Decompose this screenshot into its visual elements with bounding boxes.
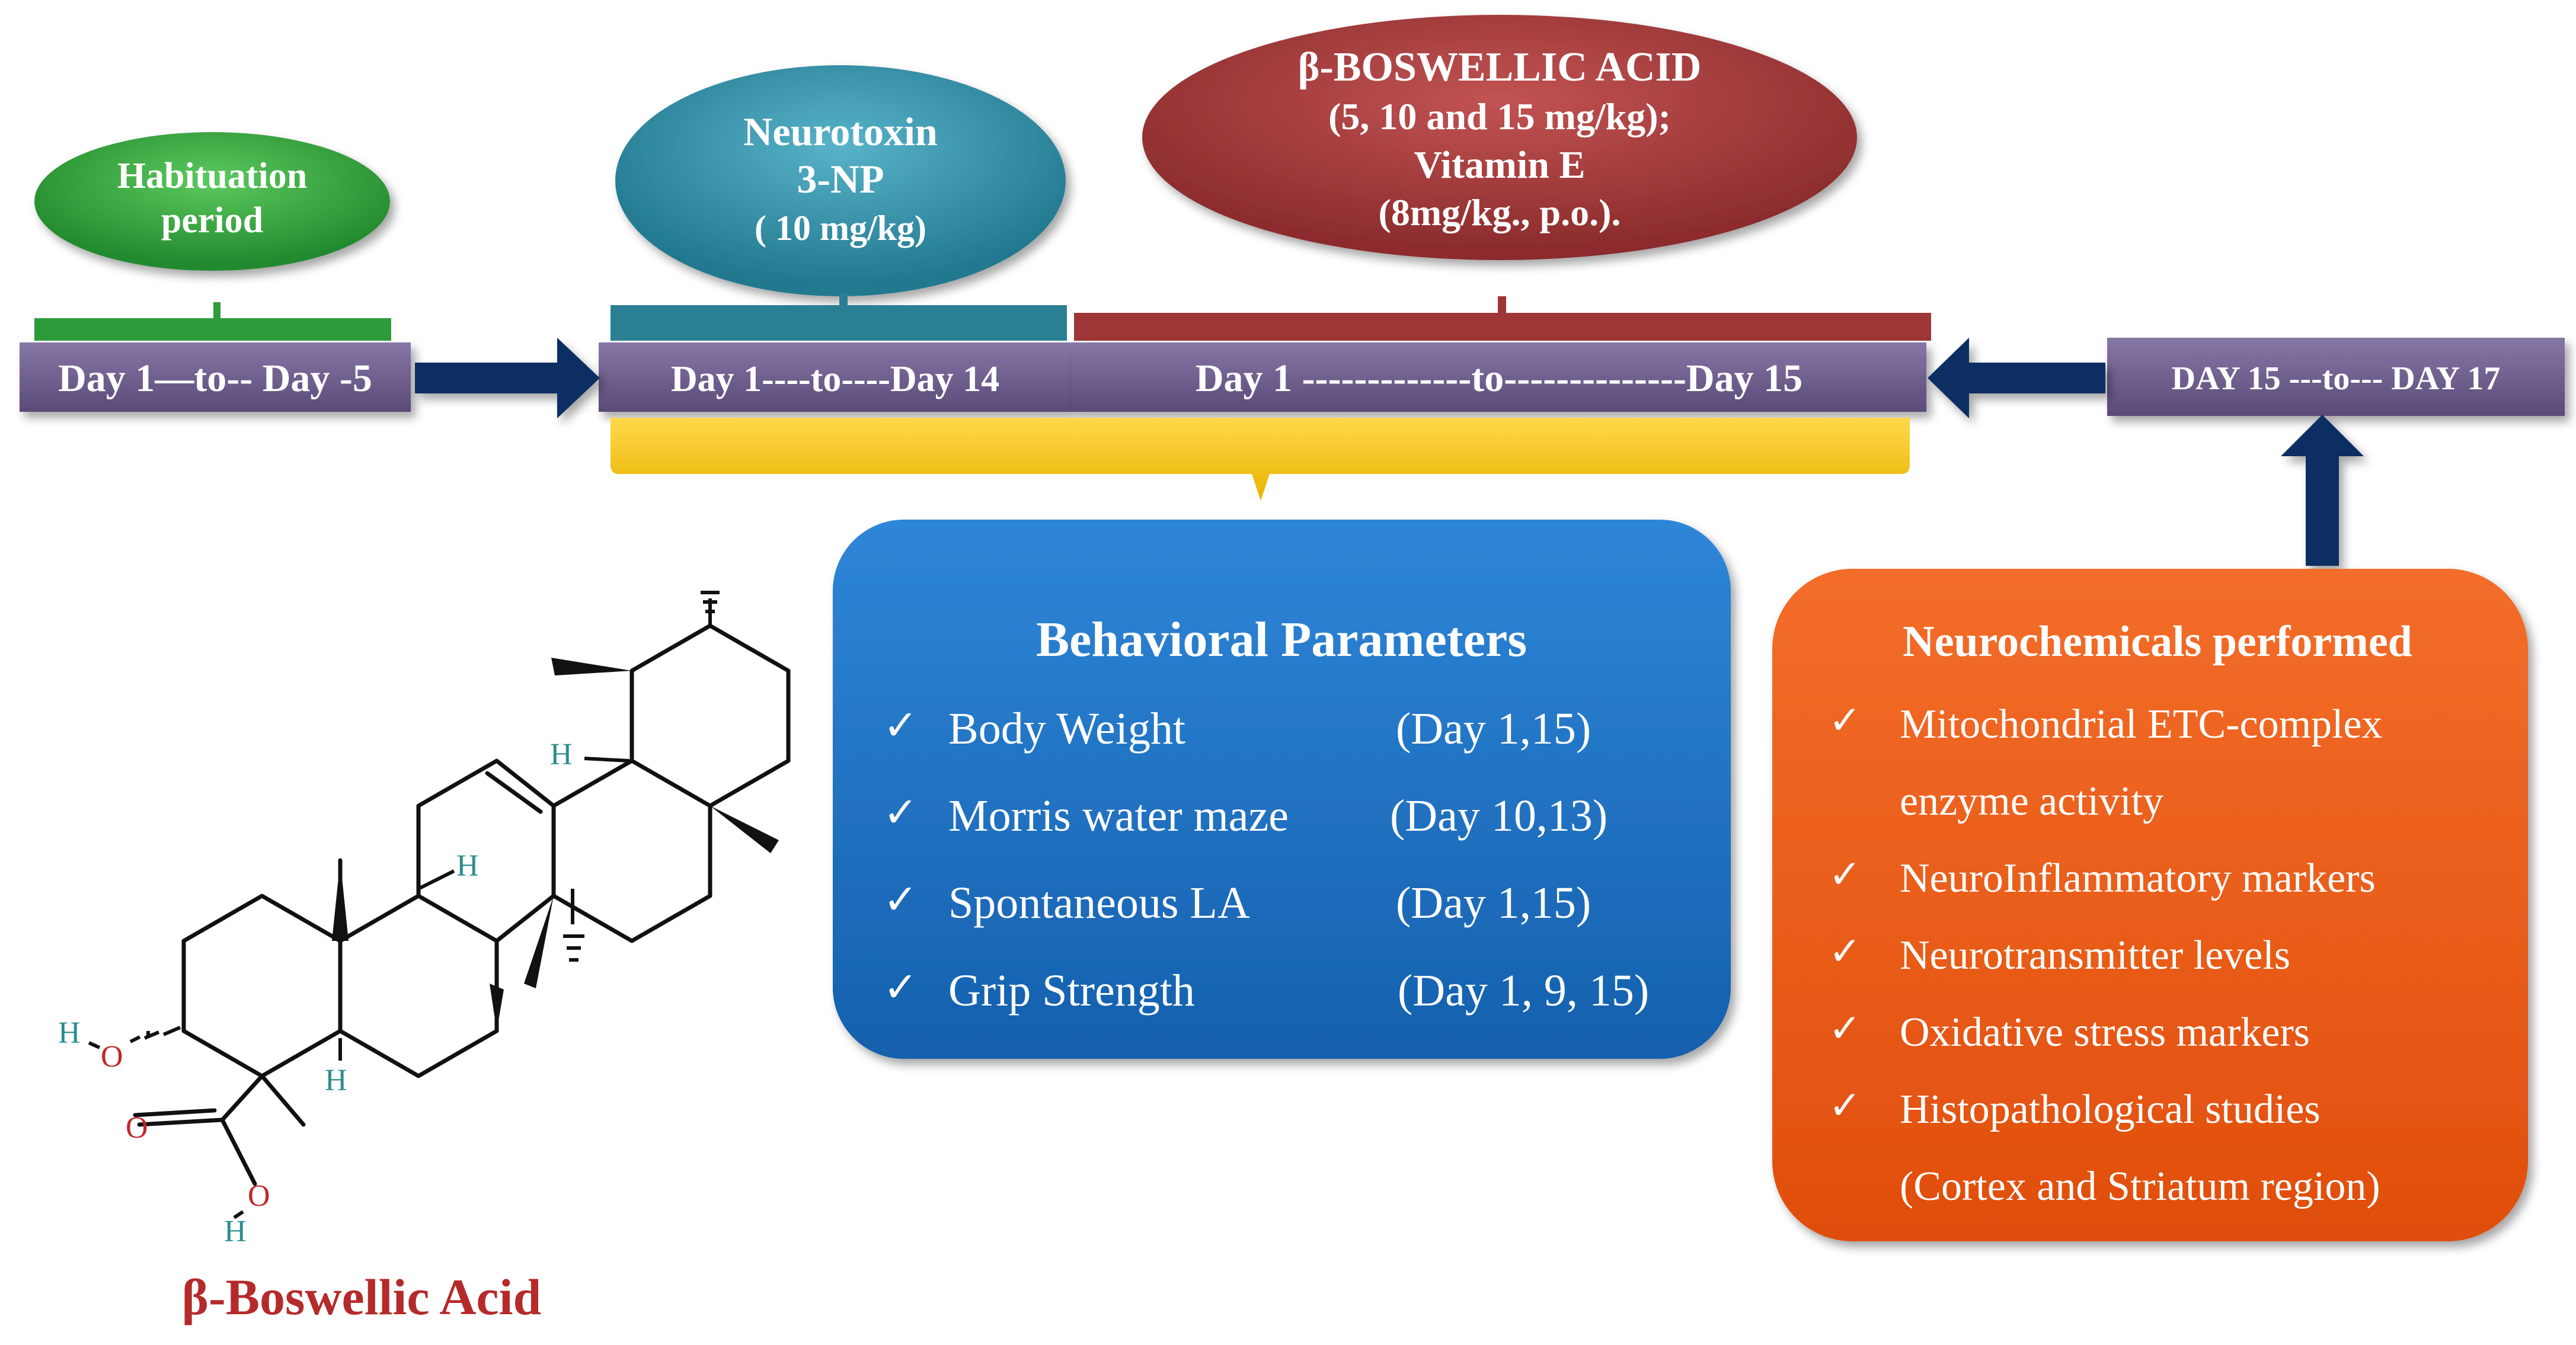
- check-icon: ✓: [1829, 699, 1861, 742]
- habituation-oval: Habituation period: [34, 132, 390, 271]
- atom-h: H: [224, 1215, 247, 1248]
- bracket-boswellic: [1074, 296, 1931, 341]
- neurochemicals-panel: Neurochemicals performed ✓ Mitochondrial…: [1772, 569, 2528, 1241]
- behavioral-bracket: [611, 418, 1910, 501]
- behavioral-item-name: Body Weight: [948, 704, 1185, 754]
- neurochemicals-title: Neurochemicals performed: [1903, 617, 2412, 666]
- atom-o: O: [101, 1040, 123, 1074]
- timeline-day1-14-label: Day 1----to----Day 14: [671, 359, 999, 399]
- behavioral-item-name: Morris water maze: [948, 791, 1289, 841]
- boswellic-line-3: Vitamin E: [1414, 143, 1585, 187]
- neurochemical-item: enzyme activity: [1900, 779, 2163, 824]
- timeline-day1-15-label: Day 1 -------------to--------------Day 1…: [1196, 357, 1802, 400]
- neurotoxin-line-1: Neurotoxin: [743, 109, 937, 154]
- check-icon: ✓: [1829, 930, 1861, 973]
- check-icon: ✓: [1829, 1084, 1861, 1128]
- hashed-bonds: [146, 591, 720, 1037]
- behavioral-title: Behavioral Parameters: [1036, 612, 1527, 667]
- neurochemical-item: Histopathological studies: [1900, 1087, 2321, 1132]
- timeline-bar-day1-5: Day 1—to-- Day -5: [20, 342, 411, 412]
- atom-o: O: [126, 1111, 148, 1145]
- neurochemical-item: Neurotransmitter levels: [1900, 933, 2290, 978]
- boswellic-line-2: (5, 10 and 15 mg/kg);: [1328, 95, 1671, 137]
- check-icon: ✓: [1829, 853, 1861, 896]
- hydroxyl-bond: [129, 1026, 181, 1043]
- timeline-day1-5-label: Day 1—to-- Day -5: [58, 357, 372, 400]
- atom-h: H: [550, 738, 573, 771]
- behavioral-item-name: Spontaneous LA: [948, 878, 1250, 928]
- habituation-line-1: Habituation: [117, 156, 307, 196]
- atom-h: H: [58, 1016, 81, 1050]
- neurotoxin-line-2: 3-NP: [797, 156, 884, 201]
- neurochemical-item: NeuroInflammatory markers: [1900, 856, 2376, 901]
- habituation-line-2: period: [161, 200, 263, 241]
- behavioral-item-name: Grip Strength: [948, 966, 1195, 1016]
- bracket-habituation: [34, 302, 391, 341]
- check-icon: ✓: [1829, 1007, 1861, 1051]
- timeline-bar-day1-15: Day 1 -------------to--------------Day 1…: [1072, 342, 1926, 412]
- arrow-up: [2281, 415, 2364, 566]
- behavioral-item-days: (Day 1, 9, 15): [1398, 966, 1649, 1016]
- boswellic-oval: β-BOSWELLIC ACID (5, 10 and 15 mg/kg); V…: [1142, 15, 1857, 260]
- neurotoxin-line-3: ( 10 mg/kg): [755, 209, 926, 248]
- check-icon: ✓: [883, 878, 918, 923]
- molecule-caption: β-Boswellic Acid: [182, 1269, 542, 1325]
- atom-o: O: [248, 1179, 270, 1213]
- h-bond: [88, 757, 630, 1219]
- behavioral-item-days: (Day 10,13): [1390, 791, 1607, 841]
- check-icon: ✓: [883, 790, 918, 836]
- neurochemical-item: (Cortex and Striatum region): [1900, 1164, 2380, 1209]
- atom-h: H: [325, 1064, 347, 1097]
- behavioral-panel: Behavioral Parameters ✓ Body Weight (Day…: [833, 520, 1731, 1059]
- behavioral-item-days: (Day 1,15): [1396, 704, 1591, 754]
- atom-h: H: [456, 849, 479, 883]
- molecule-bonds: [133, 623, 791, 1186]
- timeline-day15-17-label: DAY 15 ---to--- DAY 17: [2172, 360, 2501, 397]
- behavioral-item-days: (Day 1,15): [1396, 878, 1591, 928]
- neurotoxin-oval: Neurotoxin 3-NP ( 10 mg/kg): [615, 65, 1066, 296]
- check-icon: ✓: [883, 965, 918, 1011]
- arrow-right: [415, 338, 600, 418]
- timeline-bar-day1-14: Day 1----to----Day 14: [599, 342, 1072, 412]
- boswellic-line-1: β-BOSWELLIC ACID: [1298, 44, 1702, 90]
- boswellic-line-4: (8mg/kg., p.o.).: [1379, 191, 1621, 233]
- check-icon: ✓: [883, 703, 918, 749]
- arrow-left: [1928, 338, 2105, 418]
- molecule-structure: H O O O H H H H: [58, 591, 791, 1248]
- neurochemical-item: Mitochondrial ETC-complex: [1900, 702, 2383, 747]
- neurochemical-item: Oxidative stress markers: [1900, 1010, 2310, 1055]
- timeline-bar-day15-17: DAY 15 ---to--- DAY 17: [2107, 338, 2565, 416]
- bracket-neurotoxin: [611, 293, 1067, 341]
